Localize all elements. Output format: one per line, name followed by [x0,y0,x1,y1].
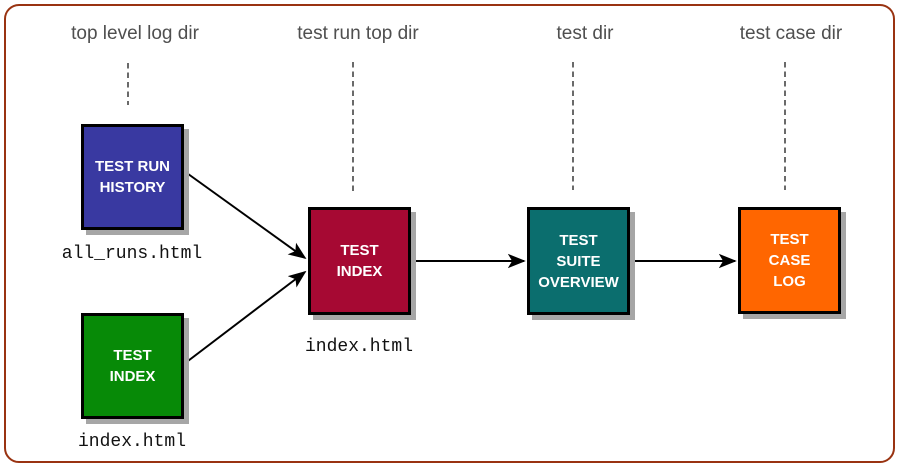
file-label-all-runs-html: all_runs.html [61,244,203,264]
connector-arrow-topindex-to-index [183,270,307,365]
node-test-run-history: TEST RUN HISTORY [81,124,184,230]
node-top-test-index: TEST INDEX [81,313,184,419]
column-header-test-run-top-dir: test run top dir [297,23,419,44]
node-test-suite-overview-label: TEST SUITE OVERVIEW [538,231,619,291]
node-test-case-log-label: TEST CASE LOG [768,231,811,290]
node-run-test-index: TEST INDEX [308,207,411,315]
column-header-test-case-dir: test case dir [739,23,843,44]
node-test-case-log: TEST CASE LOG [738,207,841,314]
node-run-test-index-label: TEST INDEX [336,242,383,280]
file-label-run-index-html: index.html [304,337,414,357]
column-header-top-level-log-dir: top level log dir [71,23,199,44]
node-test-run-history-label: TEST RUN HISTORY [95,158,170,196]
node-top-test-index-label: TEST INDEX [109,347,156,385]
column-header-test-dir: test dir [556,23,614,44]
node-test-suite-overview: TEST SUITE OVERVIEW [527,207,630,315]
file-label-top-index-html: index.html [77,432,187,452]
